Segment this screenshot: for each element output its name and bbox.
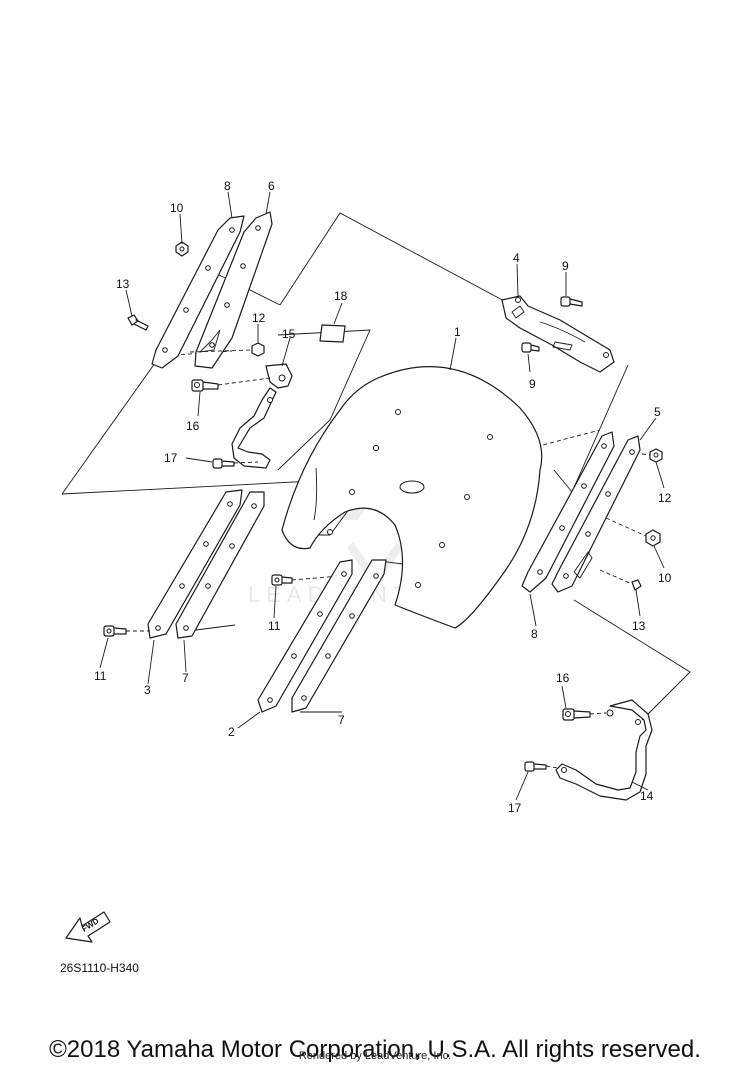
screw-part-11-mid: [271, 574, 341, 586]
callout-10-upper: 10: [170, 201, 184, 215]
callout-8-upper: 8: [224, 179, 231, 193]
screw-part-13-right: [599, 569, 642, 591]
strip-part-2: [257, 559, 353, 713]
strip-part-3: [147, 489, 243, 639]
callout-9-lower: 9: [529, 377, 536, 391]
callout-10-right: 10: [658, 571, 672, 585]
stay-part-6: [194, 211, 273, 369]
callout-4: 4: [513, 251, 520, 265]
callout-6: 6: [268, 179, 275, 193]
callout-13-upper: 13: [116, 277, 130, 291]
callout-17-upper: 17: [164, 451, 178, 465]
assembly-frame-lines: [61, 212, 691, 721]
bolt-part-16-upper: [191, 377, 271, 392]
copyright-notice: ©2018 Yamaha Motor Corporation, U.S.A. A…: [49, 1036, 701, 1063]
callout-5: 5: [654, 405, 661, 419]
stay-part-8-right: [521, 431, 615, 593]
callout-14: 14: [640, 789, 654, 803]
leader-lines: [99, 191, 665, 801]
windshield-part-1: [281, 366, 543, 629]
diagram-reference-code: 26S1110-H340: [60, 961, 139, 975]
bolt-part-17-lower: [524, 761, 559, 772]
callout-16-lower: 16: [556, 671, 570, 685]
label-part-18: [319, 324, 346, 343]
bolt-part-16-lower: [562, 708, 614, 721]
bolt-part-9-upper: [560, 296, 583, 307]
callout-9-upper: 9: [562, 259, 569, 273]
callout-12-right: 12: [658, 491, 672, 505]
bracket-part-15: [231, 363, 293, 469]
callout-2: 2: [228, 725, 235, 739]
fwd-arrow-icon: FWD: [65, 911, 111, 943]
bolt-part-9-lower: [521, 342, 540, 353]
strip-part-7-left: [175, 491, 265, 639]
bolt-part-17-upper: [212, 458, 259, 469]
bracket-part-4: [501, 295, 615, 373]
callout-11-mid: 11: [268, 619, 281, 633]
callout-7-center: 7: [338, 713, 345, 727]
callouts: 1 2 3 4 5 6 7 7 8 8 9 9 10 10 11 11 12 1…: [94, 179, 672, 815]
callout-18: 18: [334, 289, 348, 303]
nut-part-12-right: [641, 448, 663, 463]
callout-8-right: 8: [531, 627, 538, 641]
nut-part-10-upper: [175, 241, 189, 257]
stay-part-8-upper: [151, 215, 245, 369]
bracket-part-14: [555, 699, 653, 801]
callout-3: 3: [144, 683, 151, 697]
strip-part-7-center: [291, 559, 387, 713]
rendered-by-credit: Rendered by LeadVenture, Inc.: [298, 1050, 452, 1062]
callout-17-lower: 17: [508, 801, 522, 815]
windshield-vent-hole: [399, 480, 425, 494]
nut-part-10-right: [605, 517, 661, 547]
screw-part-13-upper: [127, 314, 149, 331]
callout-12-upper: 12: [252, 311, 266, 325]
callout-1: 1: [454, 325, 461, 339]
callout-16-upper: 16: [186, 419, 200, 433]
callout-7-left: 7: [182, 671, 189, 685]
callout-13-right: 13: [632, 619, 646, 633]
callout-15: 15: [282, 327, 296, 341]
stay-part-5: [551, 435, 641, 593]
screw-part-11-left: [103, 625, 150, 637]
callout-11-left: 11: [94, 669, 107, 683]
